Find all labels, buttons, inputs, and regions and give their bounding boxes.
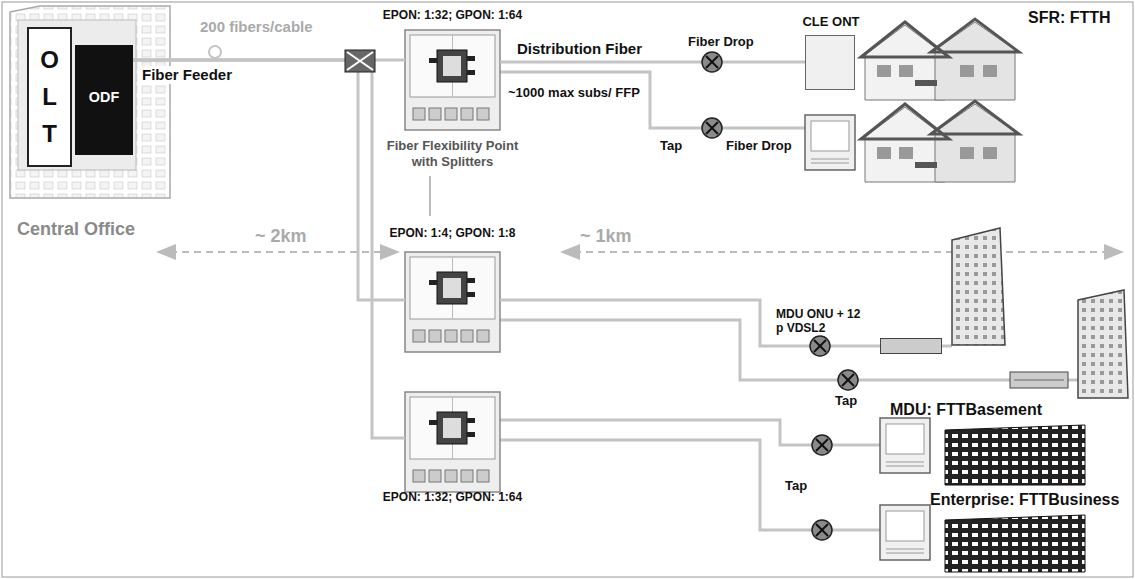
drop-label: Fiber Drop <box>726 138 792 154</box>
central-office: Central Office OLT ODF <box>5 5 180 245</box>
distance-arrow <box>429 176 431 216</box>
splice-box <box>345 50 375 72</box>
tap-symbol <box>706 56 718 68</box>
device-label: CLE ONT <box>791 14 871 30</box>
tap-symbol <box>842 374 854 386</box>
fiber-connector <box>133 60 405 300</box>
tap-symbol <box>810 336 830 356</box>
house-symbol <box>861 19 1019 100</box>
tap-symbol <box>816 439 828 451</box>
mdu-building <box>1078 290 1128 398</box>
splitter-cabinet: EPON: 1:4; GPON: 1:8 <box>405 252 500 352</box>
mdu-building <box>1010 372 1068 388</box>
splice-box <box>347 52 373 70</box>
fiber-connector <box>500 61 805 64</box>
edge-label: Distribution Fiber <box>515 40 644 58</box>
ont-symbol <box>880 418 930 473</box>
tap-label: Tap <box>785 478 807 494</box>
tap-symbol <box>706 122 718 134</box>
mdu-building <box>952 228 1005 345</box>
fiber-line <box>1068 379 1078 382</box>
enterprise-building <box>945 515 1085 572</box>
drop-label: Fiber Drop <box>688 34 754 50</box>
cabinet-symbol <box>405 30 500 130</box>
cabinet-symbol <box>405 30 500 492</box>
site-label: Central Office <box>17 219 182 241</box>
splitter-cabinet: EPON: 1:32; GPON: 1:64 <box>405 392 500 484</box>
tap-symbol <box>814 340 826 352</box>
fiber-line <box>500 320 1010 380</box>
fiber-line <box>942 345 952 348</box>
device-label: MDU ONU + 12 p VDSL2 <box>776 307 864 336</box>
tap-symbol <box>816 439 828 451</box>
tap-symbol <box>812 520 832 540</box>
fiber-line <box>209 46 221 58</box>
mdu-building <box>952 228 1128 398</box>
ont-symbol <box>805 115 855 170</box>
split-ratio: EPON: 1:32; GPON: 1:64 <box>370 8 535 22</box>
odf-label: ODF <box>75 89 133 106</box>
split-ratio: EPON: 1:32; GPON: 1:64 <box>370 490 535 504</box>
central-office-building <box>10 6 170 198</box>
tap-symbol <box>814 340 826 352</box>
tap-symbol <box>702 52 858 540</box>
splice-box <box>347 52 373 70</box>
distance-arrow <box>158 251 398 253</box>
fiber-line <box>500 72 805 128</box>
mdu-onu-device: MDU ONU + 12 p VDSL2 <box>880 338 942 354</box>
tap-symbol <box>702 52 722 72</box>
ont-symbol <box>880 505 930 560</box>
tap-symbol <box>702 118 722 138</box>
tap-symbol <box>838 370 858 390</box>
edge-label: Fiber Feeder <box>140 66 234 84</box>
tap-symbol <box>816 524 828 536</box>
tap-label: Tap <box>660 138 682 154</box>
segment-title: MDU: FTTBasement <box>890 400 1042 419</box>
split-ratio: EPON: 1:4; GPON: 1:8 <box>370 226 535 240</box>
odf-box: ODF <box>75 45 133 155</box>
distance-label: ~ 1km <box>580 226 632 248</box>
central-office-building <box>18 20 136 170</box>
tap-symbol <box>706 56 718 68</box>
tap-label: Tap <box>835 393 857 409</box>
central-office-building <box>10 6 170 198</box>
distance-label: ~ 2km <box>255 226 307 248</box>
tap-symbol <box>706 122 718 134</box>
splitter-cabinet: EPON: 1:32; GPON: 1:64Fiber Flexibility … <box>405 30 500 130</box>
ont-device: CLE ONT <box>805 35 855 90</box>
house-symbol <box>861 19 1019 182</box>
mdu-building <box>1014 380 1064 381</box>
olt-panel: OLT <box>27 27 72 167</box>
segment-title: SFR: FTTH <box>1028 8 1111 27</box>
distance-arrow <box>562 251 1122 253</box>
cabinet-caption: Fiber Flexibility Point with Splitters <box>377 138 528 169</box>
cable-note: 200 fibers/cable <box>200 18 313 36</box>
cabinet-symbol <box>405 392 500 492</box>
tap-symbol <box>816 524 828 536</box>
splice-box <box>345 50 375 72</box>
cabinet-symbol <box>405 252 500 352</box>
segment-title: Enterprise: FTTBusiness <box>930 490 1119 509</box>
enterprise-building <box>945 425 1085 485</box>
tap-symbol <box>812 435 832 455</box>
house-symbol <box>861 101 1019 182</box>
olt-label: OLT <box>38 41 62 153</box>
tap-symbol <box>842 374 854 386</box>
capacity-note: ~1000 max subs/ FFP <box>508 85 640 101</box>
fiber-connector <box>133 60 405 438</box>
